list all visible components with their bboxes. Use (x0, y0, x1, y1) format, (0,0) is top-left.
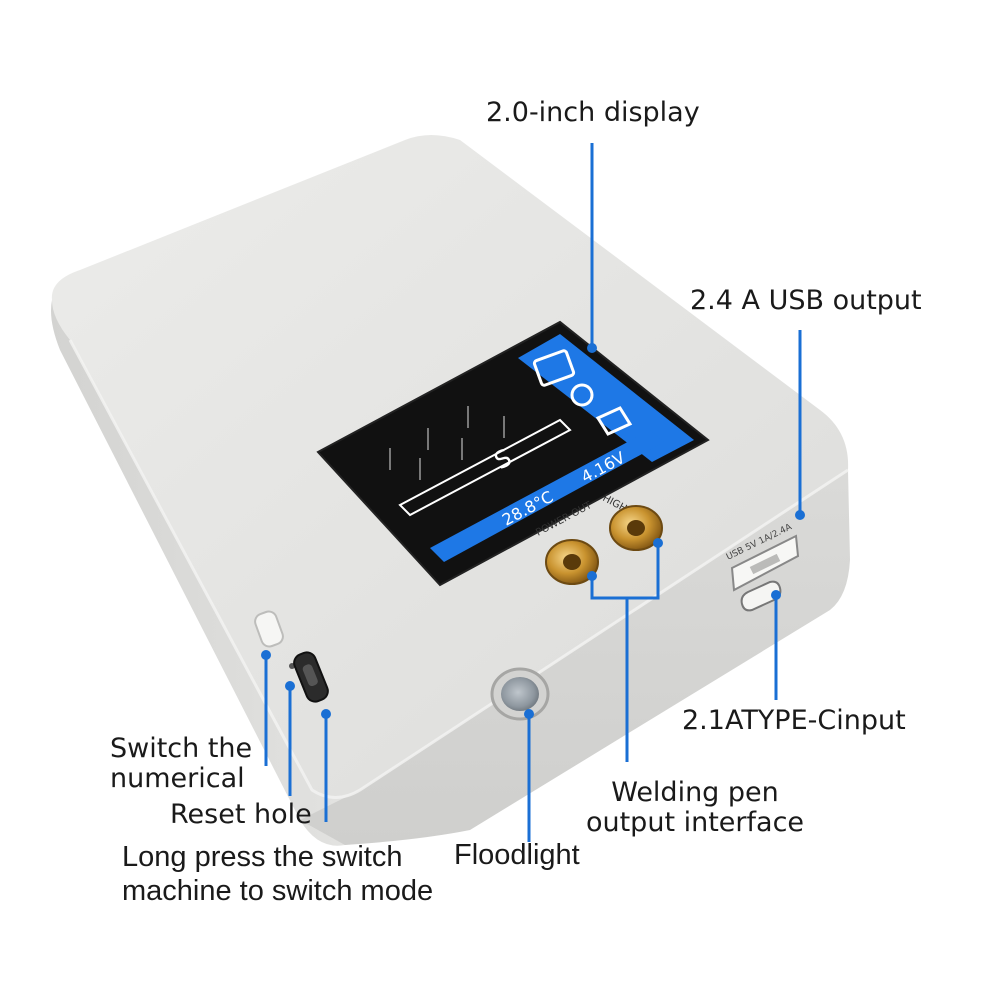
usb-c-port (740, 580, 782, 612)
callout-switch-numerical-line1: Switch the (110, 733, 253, 764)
numerical-button (254, 610, 284, 648)
floodlight (490, 667, 550, 721)
callout-long-press-line1: Long press the switch (122, 841, 403, 873)
callout-switch-numerical: Switch the numerical (110, 734, 252, 794)
callout-welding-pen-line2: output interface (585, 807, 805, 838)
callout-long-press-line2: machine to switch mode (122, 875, 434, 907)
display-mode-icon (532, 349, 576, 387)
callout-usb-output: 2.4 A USB output (690, 285, 922, 316)
callout-type-c-input: 2.1ATYPE-Cinput (682, 705, 906, 736)
callout-display: 2.0-inch display (486, 97, 700, 128)
gear-icon (570, 383, 594, 407)
tag-icon (595, 406, 633, 436)
callout-welding-pen: Welding pen output interface (580, 778, 810, 838)
callout-welding-pen-line1: Welding pen (611, 777, 779, 808)
welding-terminals (545, 505, 663, 585)
callout-lines (264, 143, 802, 842)
lcd-display: 4.16V 28.8°C S (316, 320, 710, 587)
callout-reset-hole: Reset hole (170, 799, 312, 830)
callout-floodlight: Floodlight (454, 839, 580, 871)
callout-switch-numerical-line2: numerical (110, 763, 245, 794)
callout-long-press: Long press the switch machine to switch … (122, 840, 433, 908)
callout-dots (261, 343, 805, 719)
side-controls (254, 610, 329, 703)
